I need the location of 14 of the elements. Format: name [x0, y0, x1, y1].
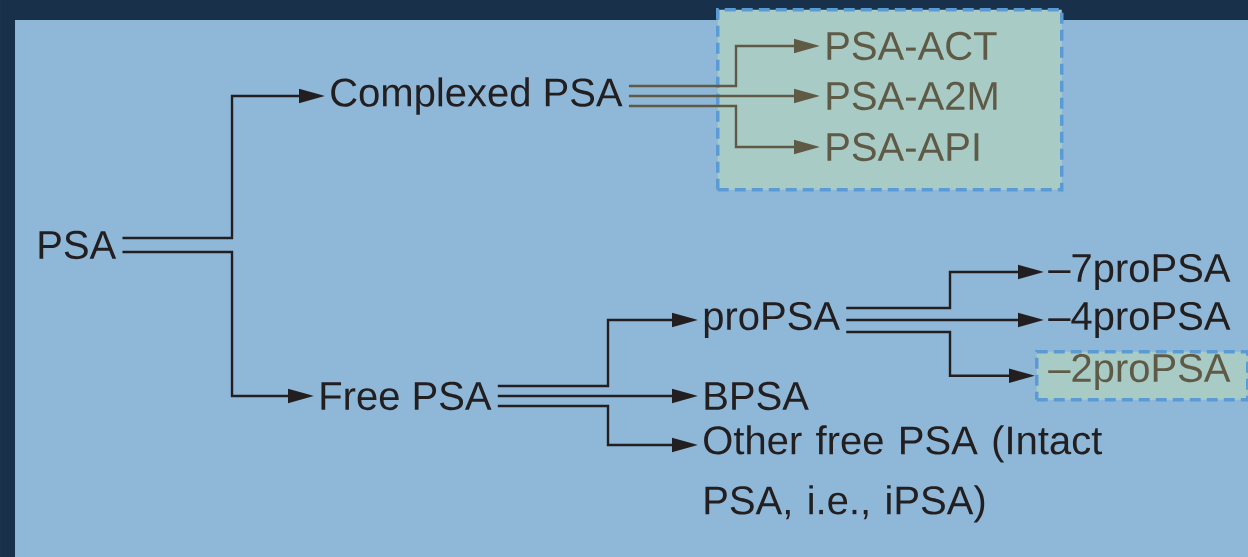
highlight-box: [1035, 350, 1248, 402]
node-label: –2proPSA: [1048, 353, 1231, 391]
node-label: PSA-A2M: [827, 81, 997, 111]
node-label: –4proPSA: [1048, 301, 1231, 339]
node-label: Free PSA: [321, 381, 492, 411]
node-label: PSA: [39, 230, 117, 260]
node-label: Other free PSA (Intact PSA, i.e., iPSA): [704, 425, 1102, 523]
node-label: proPSA: [704, 301, 840, 339]
highlight-box: [716, 8, 1064, 192]
node-label: PSA-ACT: [827, 31, 997, 61]
node-label: Complexed PSA: [331, 77, 623, 115]
node-label: PSA-API: [827, 132, 979, 162]
node-label: –7proPSA: [1048, 253, 1231, 291]
node-label: BPSA: [705, 381, 809, 411]
